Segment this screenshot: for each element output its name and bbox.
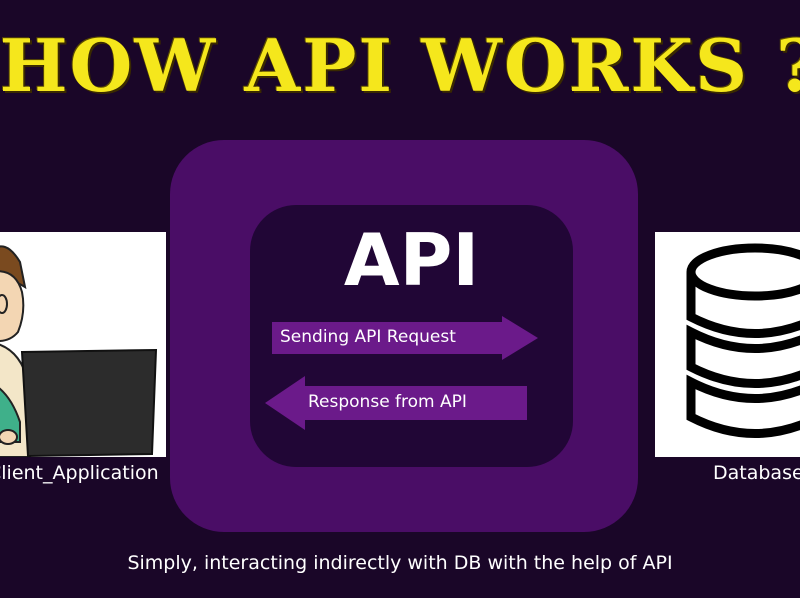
- response-label: Response from API: [308, 392, 467, 412]
- client-illustration: [0, 232, 166, 457]
- database-illustration: [655, 232, 800, 457]
- database-label: Database: [713, 462, 800, 484]
- client-label: Client_Application: [0, 462, 159, 484]
- database-cylinder-icon: [686, 243, 800, 438]
- page-title: HOW API WORKS ?: [0, 23, 800, 108]
- api-label: API: [343, 218, 480, 302]
- request-arrow-icon: [272, 316, 538, 360]
- request-label: Sending API Request: [280, 327, 456, 347]
- caption: Simply, interacting indirectly with DB w…: [127, 552, 673, 574]
- person-at-laptop-icon: [0, 245, 158, 457]
- response-arrow-icon: [265, 376, 527, 430]
